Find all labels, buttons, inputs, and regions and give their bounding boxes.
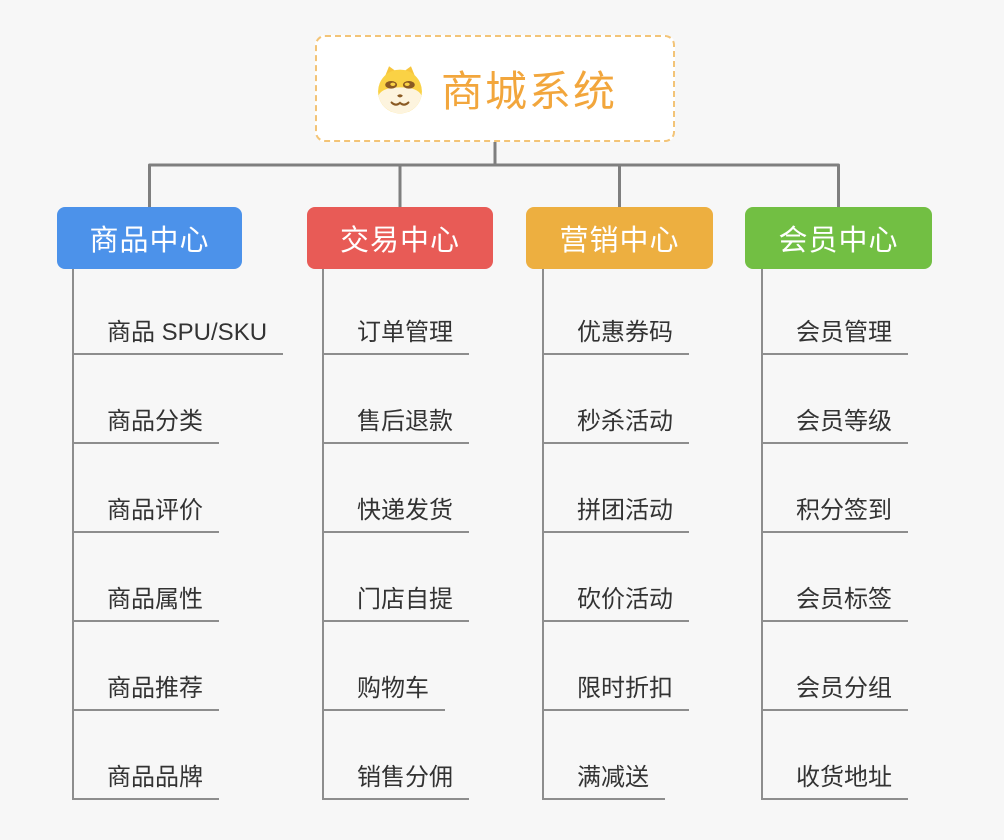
leaf-label: 收货地址 <box>763 757 908 800</box>
leaf-node[interactable]: 商品推荐 <box>74 622 283 711</box>
marketing-center-children: 优惠券码 秒杀活动 拼团活动 砍价活动 限时折扣 满减送 <box>542 266 689 800</box>
leaf-node[interactable]: 订单管理 <box>324 266 469 355</box>
leaf-label: 满减送 <box>544 757 665 800</box>
root-title: 商城系统 <box>440 68 617 115</box>
leaf-node[interactable]: 秒杀活动 <box>544 355 689 444</box>
leaf-node[interactable]: 拼团活动 <box>544 444 689 533</box>
doge-icon <box>378 65 422 113</box>
leaf-node[interactable]: 会员标签 <box>763 533 908 622</box>
member-center-children: 会员管理 会员等级 积分签到 会员标签 会员分组 收货地址 <box>761 266 908 800</box>
leaf-label: 会员标签 <box>763 579 908 622</box>
branch-member-center[interactable]: 会员中心 <box>745 207 932 269</box>
leaf-label: 会员等级 <box>763 401 908 444</box>
leaf-label: 会员管理 <box>763 312 908 355</box>
leaf-node[interactable]: 销售分佣 <box>324 711 469 800</box>
leaf-label: 销售分佣 <box>324 757 469 800</box>
trade-center-children: 订单管理 售后退款 快递发货 门店自提 购物车 销售分佣 <box>322 266 469 800</box>
leaf-label: 优惠券码 <box>544 312 689 355</box>
leaf-node[interactable]: 商品分类 <box>74 355 283 444</box>
leaf-node[interactable]: 会员分组 <box>763 622 908 711</box>
branch-connector-rail <box>148 163 840 207</box>
leaf-node[interactable]: 购物车 <box>324 622 469 711</box>
leaf-label: 商品属性 <box>74 579 219 622</box>
leaf-node[interactable]: 售后退款 <box>324 355 469 444</box>
leaf-node[interactable]: 优惠券码 <box>544 266 689 355</box>
branch-trade-center[interactable]: 交易中心 <box>307 207 493 269</box>
leaf-node[interactable]: 限时折扣 <box>544 622 689 711</box>
branch-marketing-center[interactable]: 营销中心 <box>526 207 713 269</box>
leaf-label: 秒杀活动 <box>544 401 689 444</box>
root-node[interactable]: 商城系统 <box>315 35 675 142</box>
leaf-node[interactable]: 商品品牌 <box>74 711 283 800</box>
product-center-children: 商品 SPU/SKU 商品分类 商品评价 商品属性 商品推荐 商品品牌 <box>72 266 284 800</box>
leaf-label: 砍价活动 <box>544 579 689 622</box>
leaf-label: 商品评价 <box>74 490 219 533</box>
leaf-node[interactable]: 满减送 <box>544 711 689 800</box>
leaf-node[interactable]: 商品属性 <box>74 533 283 622</box>
leaf-node[interactable]: 砍价活动 <box>544 533 689 622</box>
leaf-label: 商品品牌 <box>74 757 219 800</box>
leaf-label: 会员分组 <box>763 668 908 711</box>
leaf-label: 商品分类 <box>74 401 219 444</box>
leaf-label: 积分签到 <box>763 490 908 533</box>
leaf-node[interactable]: 收货地址 <box>763 711 908 800</box>
leaf-node[interactable]: 会员等级 <box>763 355 908 444</box>
leaf-node[interactable]: 积分签到 <box>763 444 908 533</box>
leaf-node[interactable]: 商品评价 <box>74 444 283 533</box>
leaf-node[interactable]: 快递发货 <box>324 444 469 533</box>
branch-product-center[interactable]: 商品中心 <box>57 207 242 269</box>
leaf-node[interactable]: 商品 SPU/SKU <box>74 266 284 355</box>
leaf-node[interactable]: 门店自提 <box>324 533 469 622</box>
leaf-label: 限时折扣 <box>544 668 689 711</box>
leaf-label: 商品 SPU/SKU <box>74 312 284 355</box>
leaf-label: 售后退款 <box>324 401 469 444</box>
leaf-label: 拼团活动 <box>544 490 689 533</box>
leaf-label: 快递发货 <box>324 490 469 533</box>
leaf-label: 订单管理 <box>324 312 469 355</box>
leaf-node[interactable]: 会员管理 <box>763 266 908 355</box>
leaf-label: 门店自提 <box>324 579 469 622</box>
leaf-label: 购物车 <box>324 668 445 711</box>
leaf-label: 商品推荐 <box>74 668 219 711</box>
